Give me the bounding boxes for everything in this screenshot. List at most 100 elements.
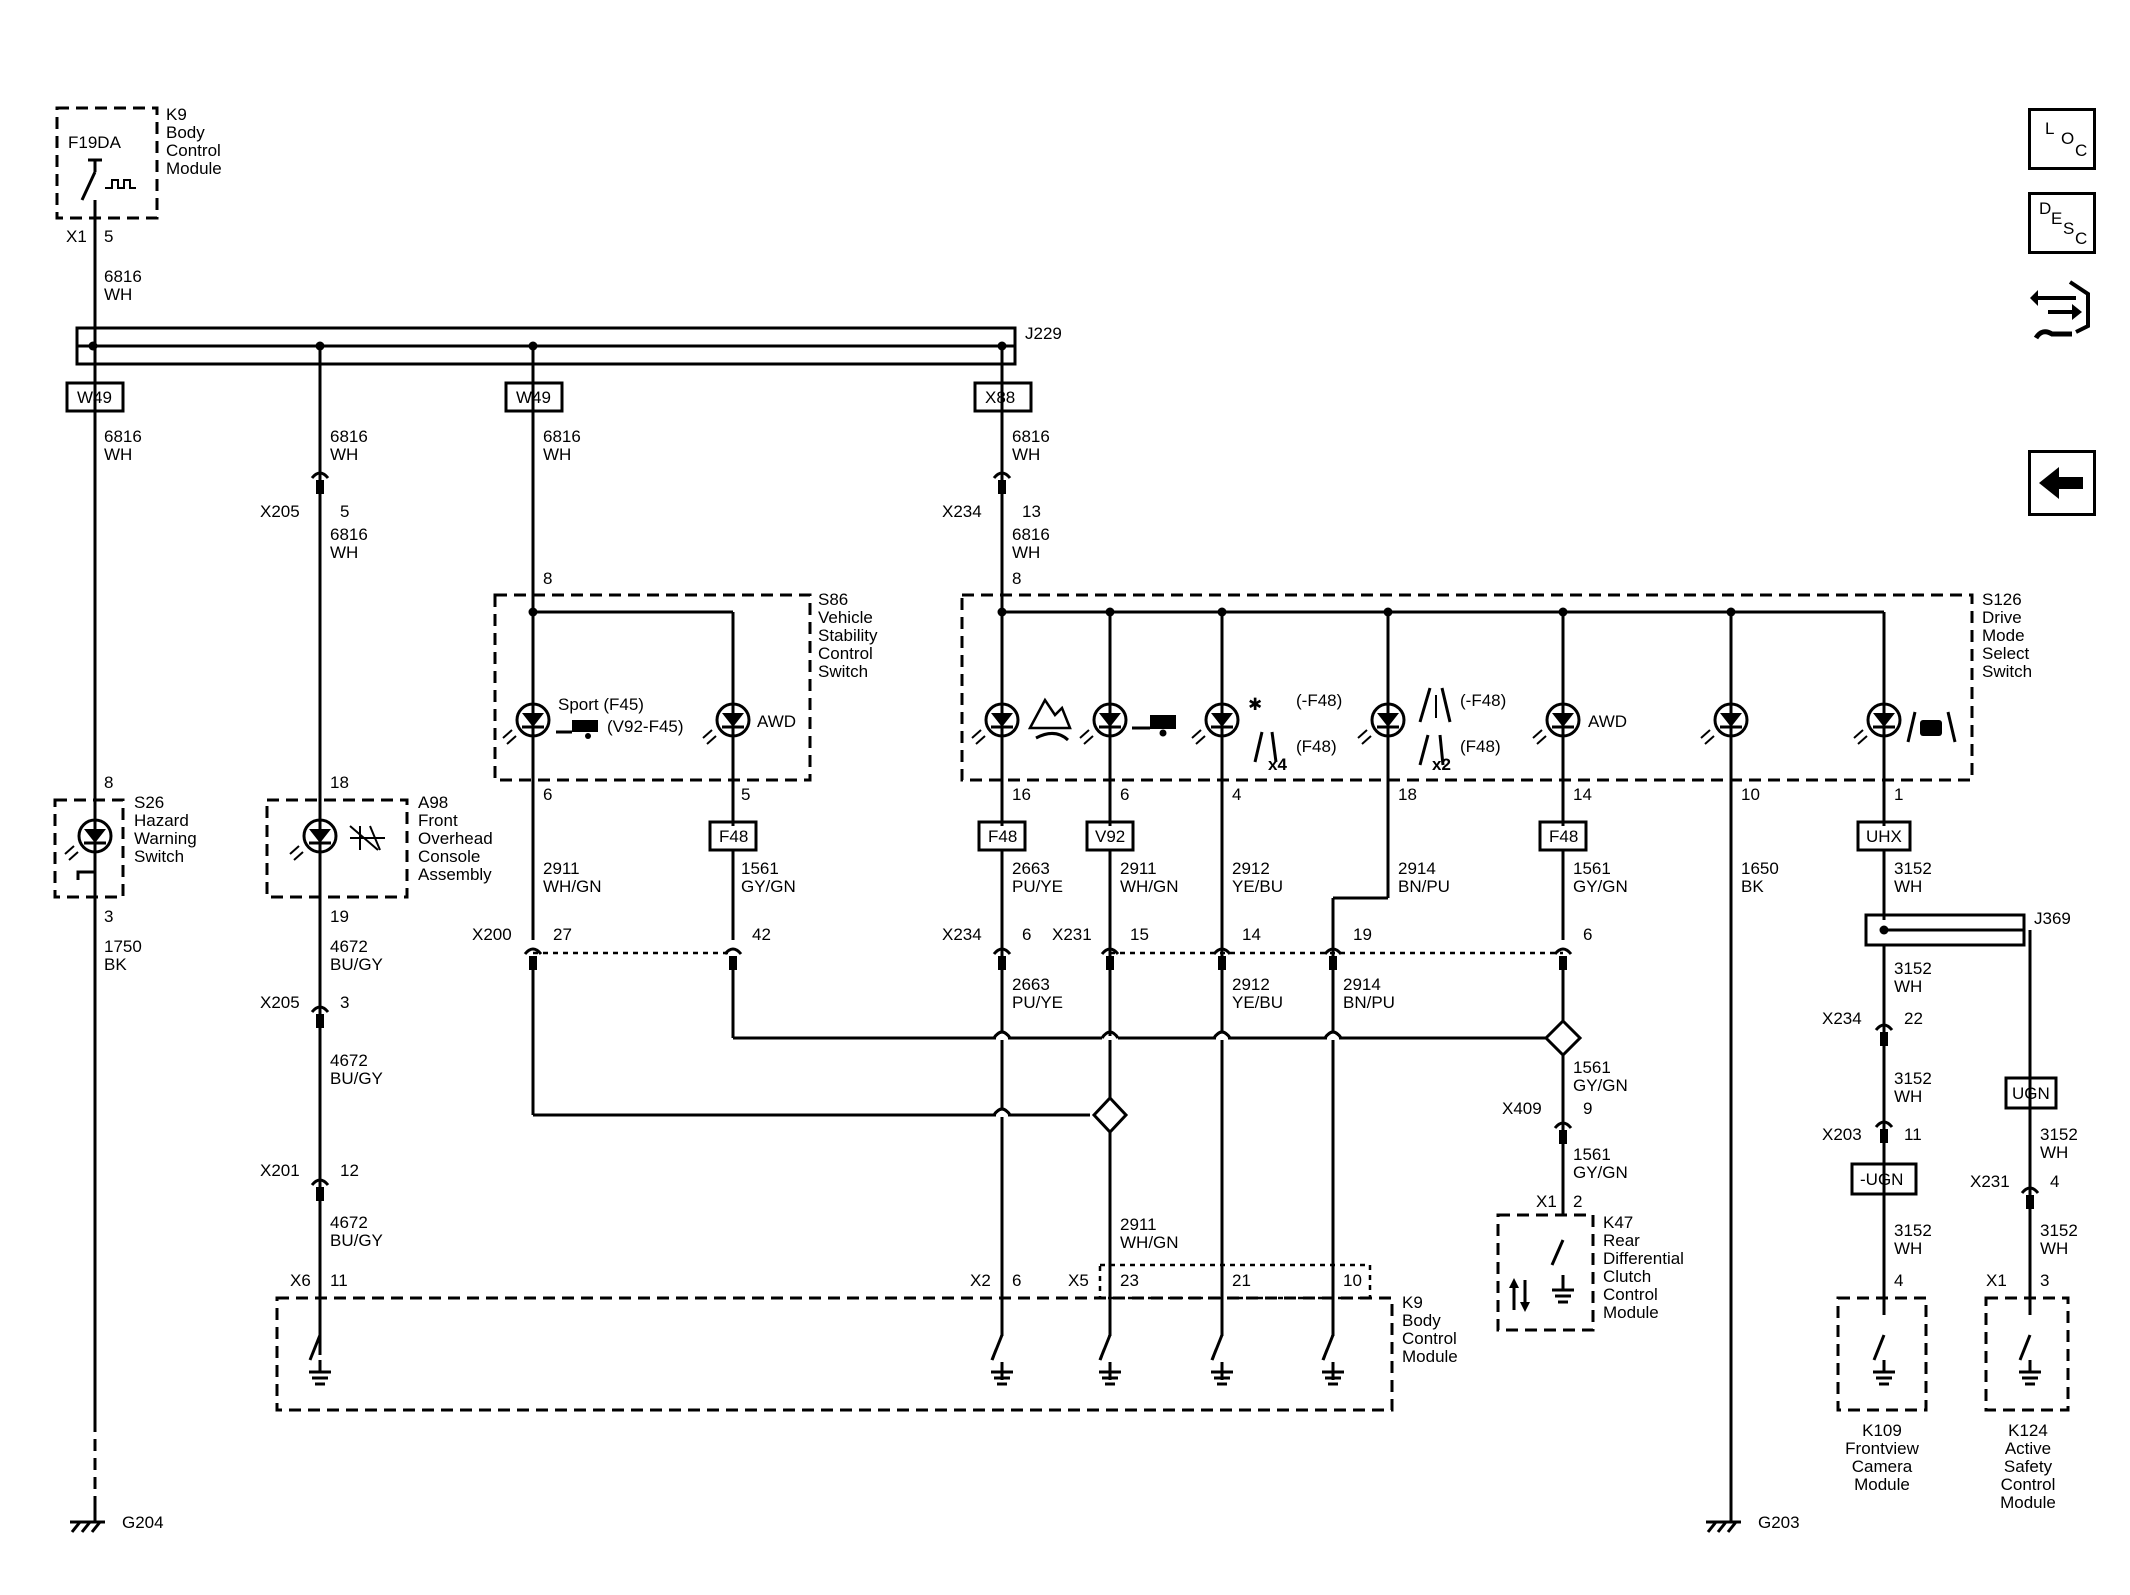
k9-top-line2: Control bbox=[166, 141, 221, 160]
wire-color: WH/GN bbox=[1120, 877, 1179, 896]
wire-color: WH bbox=[2040, 1239, 2068, 1258]
svg-text:11: 11 bbox=[1904, 1125, 1922, 1144]
fuse-label: F19DA bbox=[68, 133, 122, 152]
wire-circuit: 2914 bbox=[1343, 975, 1381, 994]
trailer-icon bbox=[556, 720, 598, 739]
svg-text:4: 4 bbox=[2050, 1172, 2059, 1191]
svg-text:X1: X1 bbox=[1536, 1192, 1557, 1211]
svg-text:8: 8 bbox=[1012, 569, 1021, 588]
svg-text:3: 3 bbox=[340, 993, 349, 1012]
loc-letter: L bbox=[2045, 119, 2055, 138]
pin-x1-top: 5 bbox=[104, 227, 113, 246]
fuse-symbol bbox=[105, 179, 136, 189]
wire-color: WH bbox=[1012, 543, 1040, 562]
wire-circuit: 3152 bbox=[2040, 1221, 2078, 1240]
svg-text:G203: G203 bbox=[1758, 1513, 1800, 1532]
connector-tools-icon[interactable] bbox=[2028, 276, 2096, 348]
svg-text:2: 2 bbox=[1573, 1192, 1582, 1211]
wire-circuit: 2911 bbox=[1120, 1215, 1157, 1234]
svg-text:Frontview: Frontview bbox=[1845, 1439, 1919, 1458]
svg-text:42: 42 bbox=[752, 925, 771, 944]
svg-text:Rear: Rear bbox=[1603, 1231, 1640, 1250]
svg-text:15: 15 bbox=[1130, 925, 1149, 944]
svg-text:Control: Control bbox=[1402, 1329, 1457, 1348]
wire-color: WH bbox=[330, 445, 358, 464]
svg-text:13: 13 bbox=[1022, 502, 1041, 521]
wire-circuit: 3152 bbox=[1894, 1069, 1932, 1088]
svg-text:27: 27 bbox=[553, 925, 572, 944]
wire-color: WH bbox=[1894, 877, 1922, 896]
wire-color: GY/GN bbox=[1573, 877, 1628, 896]
svg-text:4: 4 bbox=[1894, 1271, 1903, 1290]
wire-circuit: 6816 bbox=[104, 427, 142, 446]
desc-button[interactable]: D E S C bbox=[2028, 192, 2096, 254]
wire-circuit: 3152 bbox=[1894, 959, 1932, 978]
wire-color: BU/GY bbox=[330, 955, 383, 974]
svg-text:Front: Front bbox=[418, 811, 458, 830]
svg-text:8: 8 bbox=[104, 773, 113, 792]
svg-text:Mode: Mode bbox=[1982, 626, 2025, 645]
svg-text:14: 14 bbox=[1573, 785, 1592, 804]
svg-text:6: 6 bbox=[543, 785, 552, 804]
desc-letter: E bbox=[2051, 209, 2063, 228]
svg-text:(-F48): (-F48) bbox=[1460, 691, 1506, 710]
wire-color: WH bbox=[104, 285, 132, 304]
svg-text:(F48): (F48) bbox=[1296, 737, 1337, 756]
wire-color: PU/YE bbox=[1012, 993, 1063, 1012]
wire-circuit: 3152 bbox=[2040, 1125, 2078, 1144]
ground-g203: G203 bbox=[1706, 1500, 1800, 1533]
connector-x205-top: X205 5 bbox=[260, 471, 349, 521]
s86-led1-label2: (V92-F45) bbox=[607, 717, 684, 736]
wire-circuit: 2912 bbox=[1232, 975, 1270, 994]
connector-x200: X200 27 42 bbox=[472, 925, 771, 970]
wire-color: BU/GY bbox=[330, 1231, 383, 1250]
svg-text:UGN: UGN bbox=[2012, 1084, 2050, 1103]
wire-circuit: 2663 bbox=[1012, 859, 1050, 878]
loc-letter: O bbox=[2061, 129, 2075, 148]
s126-box bbox=[960, 593, 1974, 782]
k9-top-box bbox=[55, 106, 159, 220]
svg-text:X205: X205 bbox=[260, 993, 300, 1012]
svg-text:AWD: AWD bbox=[1588, 712, 1627, 731]
wire-color: WH/GN bbox=[543, 877, 602, 896]
svg-text:5: 5 bbox=[340, 502, 349, 521]
svg-text:3: 3 bbox=[104, 907, 113, 926]
ground-g204: G204 bbox=[70, 1500, 164, 1533]
wire-color: GY/GN bbox=[1573, 1163, 1628, 1182]
wire-color: WH bbox=[543, 445, 571, 464]
wire-circuit: 4672 bbox=[330, 1051, 368, 1070]
road-icon bbox=[1418, 687, 1452, 723]
wire-circuit: 1561 bbox=[741, 859, 779, 878]
wire-color: WH bbox=[1894, 1239, 1922, 1258]
svg-text:X409: X409 bbox=[1502, 1099, 1542, 1118]
j369-label: J369 bbox=[2034, 909, 2071, 928]
svg-text:X1: X1 bbox=[1986, 1271, 2007, 1290]
wire-circuit: 1561 bbox=[1573, 1145, 1611, 1164]
wire-circuit: 6816 bbox=[330, 525, 368, 544]
svg-text:x2: x2 bbox=[1432, 755, 1451, 774]
k109-ref: K109 bbox=[1862, 1421, 1902, 1440]
wire-color: GY/GN bbox=[1573, 1076, 1628, 1095]
conn-x1-top: X1 bbox=[66, 227, 87, 246]
wire-color: BK bbox=[104, 955, 127, 974]
svg-text:X5: X5 bbox=[1068, 1271, 1089, 1290]
road-x2-icon: x2 bbox=[1418, 734, 1451, 774]
back-button[interactable] bbox=[2028, 450, 2096, 516]
loc-button[interactable]: L O C bbox=[2028, 108, 2096, 170]
desc-letter: D bbox=[2039, 199, 2052, 218]
svg-text:6: 6 bbox=[1012, 1271, 1021, 1290]
wire-color: GY/GN bbox=[741, 877, 796, 896]
mountain-icon bbox=[1027, 697, 1072, 742]
wire-color: WH bbox=[2040, 1143, 2068, 1162]
s126-led-snow bbox=[1191, 702, 1240, 745]
svg-text:Select: Select bbox=[1982, 644, 2030, 663]
s126-led-offroad bbox=[971, 702, 1020, 745]
wire-circuit: 2911 bbox=[543, 859, 580, 878]
svg-text:14: 14 bbox=[1242, 925, 1261, 944]
svg-text:Overhead: Overhead bbox=[418, 829, 493, 848]
k9-top-line1: Body bbox=[166, 123, 205, 142]
wire-color: YE/BU bbox=[1232, 877, 1283, 896]
s86-in-pin: 8 bbox=[543, 569, 552, 588]
